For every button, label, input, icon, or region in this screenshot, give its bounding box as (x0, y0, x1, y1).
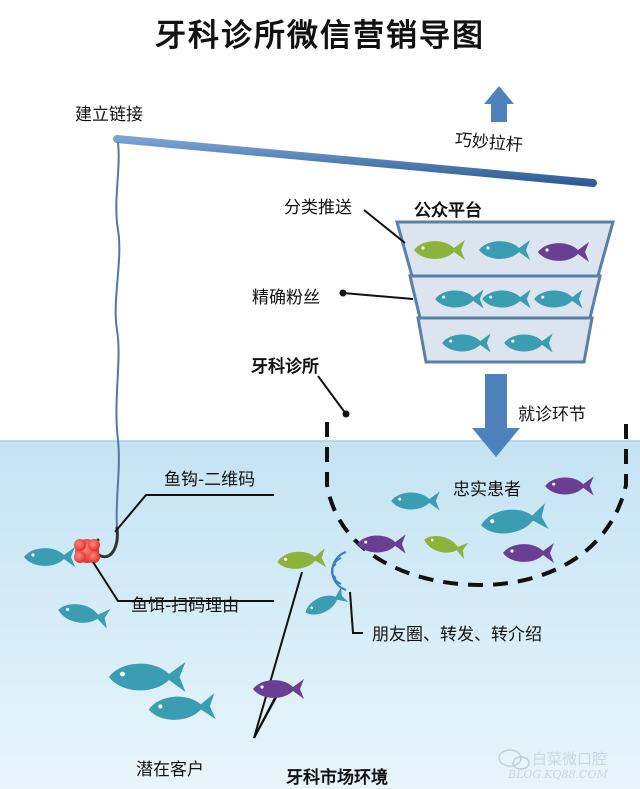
watermark-url: BLOG.KQ88.COM (508, 768, 608, 781)
fish-in-clinic-2 (545, 476, 594, 496)
basket-tier-3 (416, 316, 594, 364)
label-clinic: 牙科诊所 (251, 357, 319, 377)
fish-basket-row3-1 (442, 333, 491, 353)
label-hook-qrcode: 鱼钩-二维码 (164, 470, 256, 490)
label-precise-fans: 精确粉丝 (252, 288, 320, 308)
fish-basket-row2-1 (435, 289, 484, 309)
visit-down-arrow (472, 374, 520, 457)
wechat-logo-icon (498, 749, 530, 770)
pointer-dot-fans (339, 289, 347, 297)
fishing-line (114, 141, 121, 529)
bait-icon (74, 539, 100, 563)
fish-basket-row2-2 (482, 289, 531, 309)
fish-basket-row1-2 (479, 240, 530, 260)
pointer-lines (92, 209, 414, 739)
fish-in-water-2 (56, 599, 111, 629)
fish-in-water-3 (276, 548, 327, 572)
fish-in-water-5 (109, 662, 186, 692)
fish-in-clinic-4 (479, 503, 549, 539)
fishing-rod (113, 135, 597, 187)
label-public-platform: 公众平台 (414, 201, 482, 221)
signal-waves-icon (330, 551, 347, 591)
label-loyal-patients: 忠实患者 (453, 480, 521, 500)
water-area (0, 441, 640, 789)
fish-basket-row1-3 (538, 242, 589, 262)
label-potential-customers: 潜在客户 (136, 760, 204, 780)
rod-up-arrow (484, 86, 514, 122)
page-title: 牙科诊所微信营销导图 (155, 18, 485, 54)
label-classify-push: 分类推送 (284, 198, 352, 218)
label-build-link: 建立链接 (75, 105, 143, 125)
fish-in-water-4 (301, 586, 349, 621)
fish-layer (24, 240, 594, 723)
fish-in-clinic-1 (391, 491, 440, 511)
fish-basket-row2-3 (534, 289, 583, 309)
label-market-environment: 牙科市场环境 (286, 768, 388, 788)
fish-basket-row1-1 (414, 240, 465, 260)
watermark-name: 白菜微口腔 (532, 750, 608, 768)
fish-in-water-1 (24, 547, 75, 567)
label-visit-stage: 就诊环节 (518, 405, 586, 425)
fish-in-clinic-3 (357, 534, 406, 554)
fish-basket-row3-2 (504, 333, 553, 353)
fish-in-clinic-5 (422, 531, 469, 560)
pointer-dot-clinic (342, 410, 350, 418)
label-social-share: 朋友圈、转发、转介绍 (372, 625, 542, 645)
fish-in-clinic-6 (503, 543, 554, 563)
fish-in-water-7 (253, 679, 304, 699)
label-bait-reason: 鱼饵-扫码理由 (131, 596, 240, 616)
fish-in-water-6 (148, 693, 216, 723)
clinic-bowl (325, 422, 628, 588)
